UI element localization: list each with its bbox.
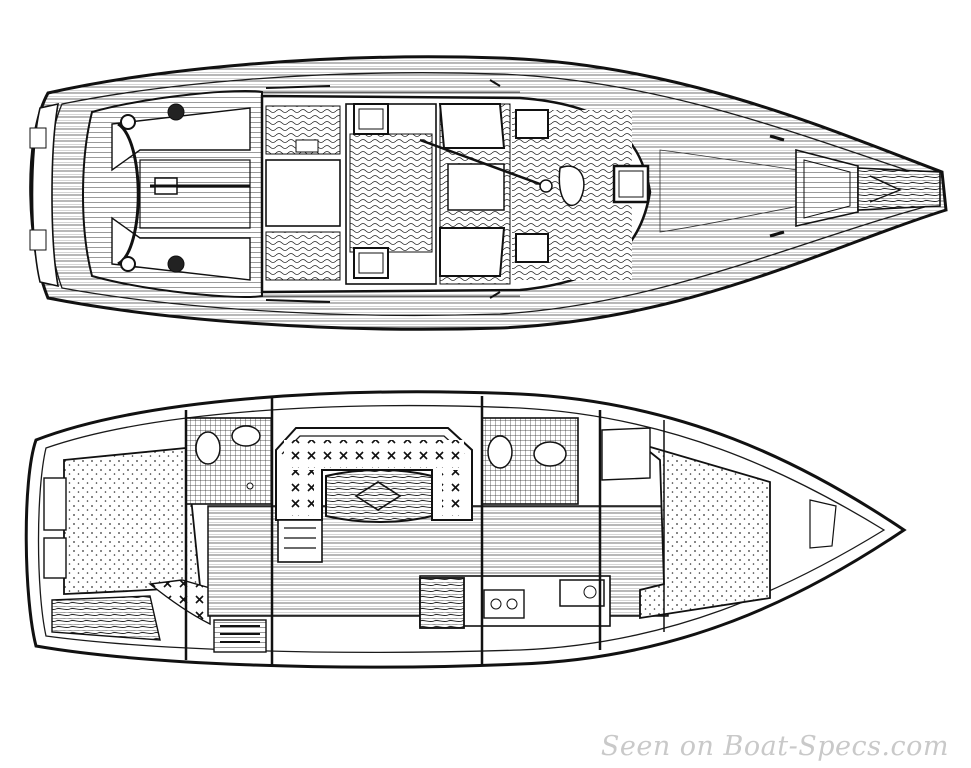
forward-sink <box>533 441 567 467</box>
watermark: Seen on Boat-Specs.com <box>600 731 949 762</box>
aft-cabin-pillow-1 <box>43 477 67 531</box>
companionway-steps <box>277 519 323 563</box>
cockpit-sole <box>139 159 251 229</box>
hatch-mid-starboard <box>515 233 549 263</box>
cockpit-seat-port <box>111 107 251 172</box>
forward-cabin-locker <box>601 427 651 481</box>
interior-plan <box>24 390 907 669</box>
nonskid-panel-2 <box>265 231 341 281</box>
aft-cabin-berth <box>63 447 201 595</box>
companionway-hatch <box>265 159 341 227</box>
genoa-track-starboard <box>265 299 331 303</box>
skylight <box>447 163 505 211</box>
chain-locker <box>809 499 837 549</box>
cleat-bow-starboard <box>769 230 785 238</box>
forward-cabin-berth <box>639 443 771 620</box>
deck-vent-1 <box>295 139 319 153</box>
saloon-table <box>325 469 433 523</box>
genoa-track-port <box>265 85 331 89</box>
aft-head <box>185 417 273 505</box>
galley-stove <box>483 589 525 619</box>
mast-step <box>558 165 585 207</box>
galley-cooler <box>419 577 465 629</box>
aft-sink <box>231 425 261 447</box>
forward-toilet <box>487 435 513 469</box>
interior-hull-inner <box>37 404 886 653</box>
hatch-mid-port <box>515 109 549 139</box>
deck-toe-rail <box>47 72 933 317</box>
winch-starboard <box>167 255 185 273</box>
chart-table <box>213 619 267 653</box>
galley-sink <box>559 579 605 607</box>
bulkheads <box>184 396 665 666</box>
cockpit-seat-starboard <box>111 216 251 281</box>
mainsheet-line <box>419 138 541 186</box>
hatch-forward <box>612 164 650 204</box>
winch-aft-starboard <box>120 256 136 272</box>
cleat-bow-port <box>769 134 785 142</box>
aft-toilet <box>195 431 221 465</box>
deck-plan <box>29 55 948 331</box>
window-forward-port <box>438 103 506 149</box>
window-forward-starboard <box>439 227 506 277</box>
winch-aft-port <box>120 114 136 130</box>
aft-cabin-pillow-2 <box>43 537 67 579</box>
anchor-locker <box>795 148 859 228</box>
helm-wheel <box>117 122 140 266</box>
winch-port <box>167 103 185 121</box>
aft-cabin-locker <box>51 595 161 641</box>
